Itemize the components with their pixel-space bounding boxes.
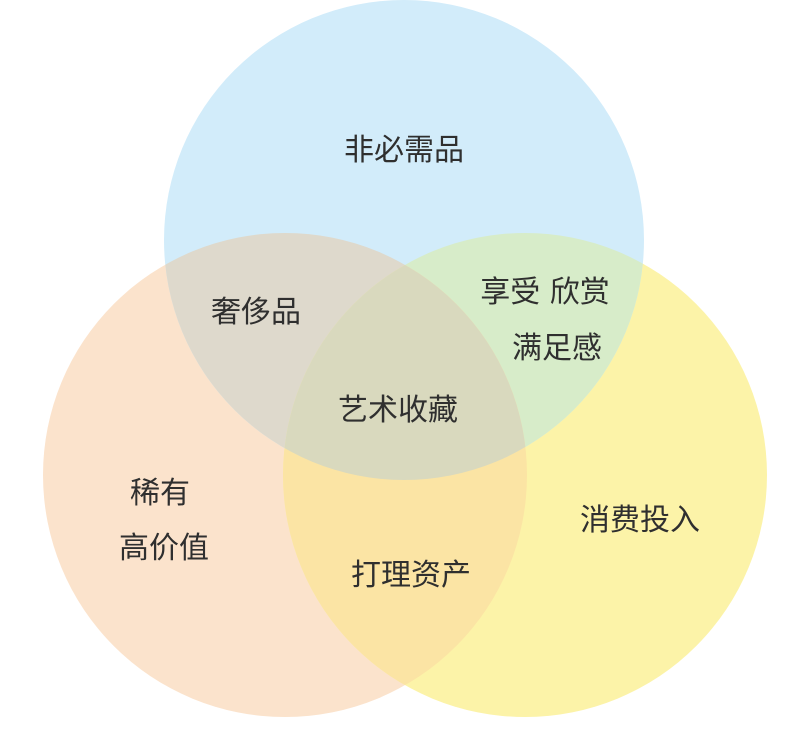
label-enjoy-appreciate: 享受 欣赏	[480, 275, 610, 310]
label-luxury: 奢侈品	[211, 295, 301, 330]
label-art-collection: 艺术收藏	[338, 393, 458, 428]
label-non-essential: 非必需品	[344, 133, 464, 168]
label-consumer-investment: 消费投入	[580, 503, 700, 538]
label-rare: 稀有	[130, 476, 190, 511]
label-satisfaction: 满足感	[512, 331, 602, 366]
label-manage-assets: 打理资产	[351, 558, 471, 593]
label-high-value: 高价值	[119, 531, 209, 566]
